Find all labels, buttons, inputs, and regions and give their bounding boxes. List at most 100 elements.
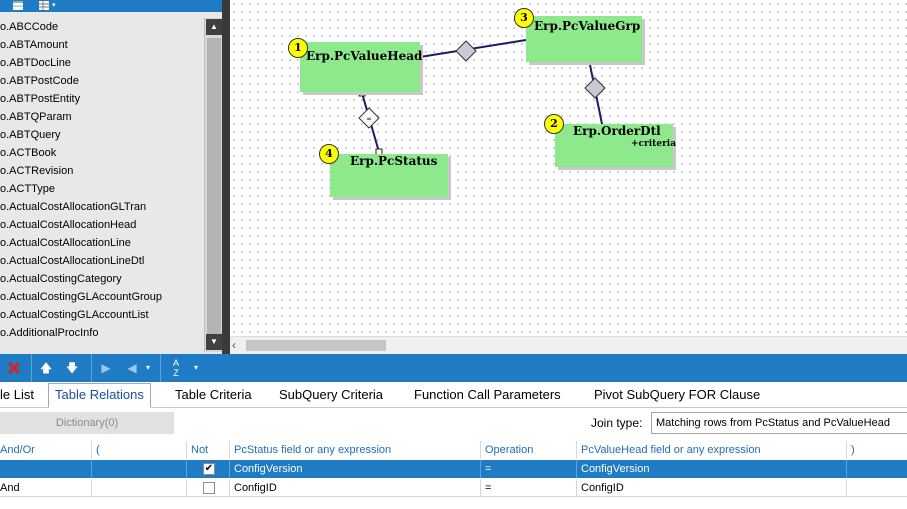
column-header[interactable]: )	[851, 444, 855, 456]
scroll-thumb[interactable]	[207, 38, 221, 338]
list-item[interactable]: o.ABTQParam	[0, 111, 72, 123]
column-header[interactable]: Not	[187, 441, 230, 459]
entity-orderdtl[interactable]: Erp.OrderDtl +criteria	[555, 124, 677, 167]
entity-number-badge: 2	[544, 114, 564, 134]
tab-label: Table Relations	[55, 387, 144, 402]
list-item[interactable]: o.ActualCostingGLAccountGroup	[0, 291, 163, 303]
column-header[interactable]: (	[92, 441, 187, 459]
not-checkbox[interactable]: ✔	[203, 463, 215, 475]
delete-icon[interactable]	[4, 358, 24, 378]
relation-diamond-icon[interactable]	[358, 107, 380, 129]
designer-tabs: le List Table Relations Table Criteria S…	[0, 382, 907, 408]
list-item[interactable]: o.ActualCostAllocationLineDtl	[0, 255, 145, 267]
column-header[interactable]: PcStatus field or any expression	[230, 441, 481, 459]
join-type-select[interactable]: Matching rows from PcStatus and PcValueH…	[651, 412, 907, 434]
not-cell[interactable]	[187, 479, 230, 497]
list-item[interactable]: o.ABTAmount	[0, 39, 68, 51]
scroll-left-icon[interactable]: ‹	[232, 338, 236, 352]
scroll-up-icon[interactable]: ▲	[206, 19, 222, 35]
table-list-scrollbar[interactable]: ▲ ▼	[204, 18, 222, 352]
list-item[interactable]: o.ABTPostEntity	[0, 93, 81, 105]
tab-pivot-subquery[interactable]: Pivot SubQuery FOR Clause	[594, 387, 761, 402]
list-item[interactable]: o.ABTPostCode	[0, 75, 79, 87]
chevron-down-icon[interactable]: ▾	[193, 363, 198, 372]
not-cell[interactable]	[187, 460, 230, 478]
table-icon[interactable]	[12, 0, 24, 11]
left-field-cell[interactable]: ConfigVersion	[230, 460, 481, 478]
relations-grid: And/Or ( Not PcStatus field or any expre…	[0, 441, 907, 509]
relation-options: Dictionary(0) Join type: Matching rows f…	[0, 408, 907, 440]
list-item[interactable]: o.ACTRevision	[0, 165, 74, 177]
open-paren-cell[interactable]	[92, 460, 187, 478]
column-header[interactable]: Operation	[481, 441, 577, 459]
list-item[interactable]: o.ActualCostingCategory	[0, 273, 122, 285]
svg-text:∞: ∞	[366, 115, 372, 123]
list-item[interactable]: o.ABTDocLine	[0, 57, 71, 69]
table-list-panel: ▾ o.ABCCode o.ABTAmount o.ABTDocLine o.ABTP…	[0, 0, 230, 354]
entity-number-badge: 3	[514, 8, 534, 28]
column-header[interactable]: And/Or	[0, 441, 92, 459]
move-down-icon[interactable]: 🡇	[65, 361, 79, 375]
query-diagram-canvas[interactable]: ∞ Erp.PcValueHead 1 Erp.PcValueGrp 3 Erp…	[230, 0, 907, 336]
list-item[interactable]: o.ACTType	[0, 183, 56, 195]
table-list-toolbar: ▾	[0, 0, 222, 12]
andor-cell[interactable]	[0, 460, 92, 478]
diagram-horizontal-scrollbar[interactable]: ‹	[230, 336, 907, 354]
chevron-down-icon[interactable]: ▾	[52, 2, 56, 9]
operation-cell[interactable]: =	[481, 460, 577, 478]
close-paren-cell[interactable]	[847, 479, 907, 497]
splitter[interactable]	[222, 0, 230, 354]
table-row[interactable]: ✔ ConfigVersion = ConfigVersion	[0, 460, 907, 478]
list-item[interactable]: o.ActualCostAllocationLine	[0, 237, 131, 249]
chevron-down-icon[interactable]: ▾	[145, 363, 150, 372]
grid-view-icon[interactable]	[38, 0, 50, 11]
tab-subquery-criteria[interactable]: SubQuery Criteria	[279, 387, 384, 402]
close-paren-cell[interactable]	[847, 460, 907, 478]
table-row[interactable]: And ConfigID = ConfigID	[0, 479, 907, 497]
entity-pcvaluegrp[interactable]: Erp.PcValueGrp	[526, 16, 642, 62]
list-item[interactable]: o.ActualCostAllocationHead	[0, 219, 137, 231]
indent-left-icon[interactable]: ◀	[127, 361, 137, 375]
table-list[interactable]: o.ABCCode o.ABTAmount o.ABTDocLine o.ABTPos…	[0, 18, 204, 354]
relation-diamond-icon[interactable]	[455, 40, 477, 62]
not-checkbox[interactable]	[203, 482, 215, 494]
entity-title: Erp.PcValueHead	[306, 49, 423, 63]
join-type-label: Join type:	[591, 416, 643, 430]
andor-cell[interactable]: And	[0, 479, 92, 497]
list-item[interactable]: o.ActualCostingGLAccountList	[0, 309, 149, 321]
entity-title: Erp.PcValueGrp	[534, 19, 641, 33]
relation-lines: ∞	[358, 39, 606, 156]
entity-pcstatus[interactable]: Erp.PcStatus	[330, 154, 448, 197]
tab-table-list[interactable]: le List	[0, 387, 34, 402]
scroll-thumb[interactable]	[246, 340, 386, 351]
move-up-icon[interactable]: 🡅	[39, 361, 53, 375]
entity-number-badge: 4	[319, 144, 339, 164]
tab-function-call-parameters[interactable]: Function Call Parameters	[414, 387, 561, 402]
entity-pcvaluehead[interactable]: Erp.PcValueHead	[300, 42, 423, 92]
list-item[interactable]: o.AdditionalProcInfo	[0, 327, 99, 339]
left-field-cell[interactable]: ConfigID	[230, 479, 481, 497]
entity-title: Erp.OrderDtl	[573, 124, 661, 138]
right-field-cell[interactable]: ConfigVersion	[577, 460, 847, 478]
open-paren-cell[interactable]	[92, 479, 187, 497]
list-item[interactable]: o.ACTBook	[0, 147, 57, 159]
operation-cell[interactable]: =	[481, 479, 577, 497]
tab-table-criteria[interactable]: Table Criteria	[175, 387, 252, 402]
scroll-down-icon[interactable]: ▼	[206, 334, 222, 350]
column-header[interactable]: PcValueHead field or any expression	[577, 441, 847, 459]
relation-diamond-icon[interactable]	[584, 77, 606, 99]
grid-header-row: And/Or ( Not PcStatus field or any expre…	[0, 441, 907, 459]
entity-criteria-label: +criteria	[631, 139, 677, 149]
entity-number-badge: 1	[288, 38, 308, 58]
tab-table-relations[interactable]: Table Relations	[48, 383, 151, 408]
entity-title: Erp.PcStatus	[350, 154, 438, 168]
right-field-cell[interactable]: ConfigID	[577, 479, 847, 497]
list-item[interactable]: o.ABCCode	[0, 21, 59, 33]
indent-right-icon[interactable]: ▶	[101, 361, 111, 375]
dictionary-button[interactable]: Dictionary(0)	[0, 412, 174, 434]
list-item[interactable]: o.ABTQuery	[0, 129, 61, 141]
list-item[interactable]: o.ActualCostAllocationGLTran	[0, 201, 147, 213]
